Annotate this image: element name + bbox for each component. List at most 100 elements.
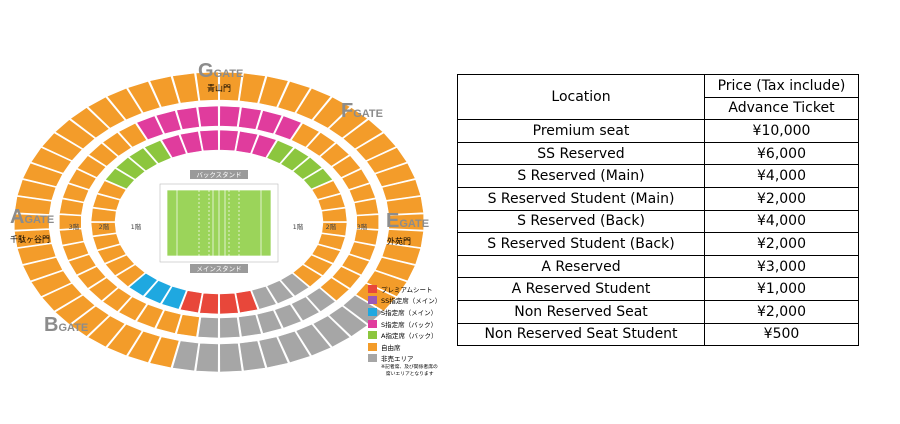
legend-item: S指定席（メイン）: [368, 306, 450, 318]
price-table: Location Price (Tax include) Advance Tic…: [457, 73, 859, 347]
seat-section: [238, 314, 262, 338]
seat-section: [258, 336, 289, 369]
seat-section: [106, 323, 143, 357]
legend-label: 自由席: [381, 343, 401, 352]
seat-section: [14, 196, 52, 215]
seat-section: [127, 80, 161, 114]
seat-section: [136, 115, 164, 141]
seat-section: [68, 254, 97, 276]
seat-section: [277, 330, 311, 364]
seat-section: [295, 87, 332, 121]
seat-section: [118, 296, 148, 322]
seat-section: [306, 287, 336, 312]
legend-label: S指定席（バック）: [381, 320, 438, 329]
seat-section: [256, 110, 283, 135]
seat-section: [16, 243, 57, 265]
seat-section: [328, 305, 369, 337]
seat-legend: プレミアムシート SS指定席（メイン） S指定席（メイン） S指定席（バック） …: [368, 283, 450, 378]
price-cell: ¥3,000: [704, 254, 859, 279]
seat-section: [353, 198, 379, 216]
location-cell: Non Reserved Seat Student: [457, 322, 705, 347]
seat-section: [179, 290, 203, 314]
seat-section: [195, 71, 219, 102]
location-cell: Premium seat: [457, 119, 705, 143]
gate-a: AGATE: [10, 206, 54, 229]
seat-sections: [14, 71, 425, 373]
seat-section: [118, 122, 148, 148]
seat-section: [115, 264, 146, 288]
seat-section: [321, 207, 348, 222]
price-cell: ¥10,000: [704, 119, 859, 143]
legend-swatch: [368, 319, 377, 328]
legend-label: SS指定席（メイン）: [381, 297, 442, 306]
seat-section: [312, 96, 351, 129]
location-cell: S Reserved (Main): [457, 164, 705, 188]
seat-section: [128, 147, 158, 172]
location-cell: A Reserved: [457, 254, 705, 279]
legend-item: S指定席（バック）: [368, 318, 450, 330]
price-cell: ¥4,000: [704, 209, 859, 234]
seat-section: [54, 294, 96, 325]
price-cell: ¥500: [704, 322, 859, 347]
seat-section: [219, 105, 241, 128]
seat-section: [58, 214, 82, 230]
seat-section: [280, 147, 310, 172]
seat-section: [143, 280, 172, 305]
price-cell: ¥1,000: [704, 277, 859, 301]
seat-section: [136, 303, 164, 329]
seat-section: [87, 96, 126, 129]
advance-ticket-header: Advance Ticket: [704, 96, 859, 121]
seat-section: [155, 309, 182, 334]
table-row: Premium seat¥10,000: [457, 119, 859, 143]
location-cell: S Reserved Student (Back): [457, 232, 705, 256]
seat-section: [199, 129, 219, 152]
legend-label: 非売エリア: [381, 355, 414, 364]
seat-section: [274, 303, 302, 329]
legend-label: A指定席（バック）: [381, 332, 438, 341]
legend-swatch: [368, 342, 377, 351]
gate-g-sub: 青山門: [207, 84, 231, 93]
legend-item: SS指定席（メイン）: [368, 295, 450, 307]
seat-section: [306, 132, 336, 157]
seat-section: [219, 342, 243, 373]
seat-section: [199, 292, 219, 315]
seat-section: [311, 180, 341, 200]
seat-section: [54, 119, 96, 150]
seat-section: [128, 272, 158, 297]
seat-section: [348, 241, 376, 261]
seat-section: [292, 264, 323, 288]
seat-section: [290, 122, 320, 148]
seat-section: [16, 179, 57, 201]
seat-section: [127, 330, 161, 364]
seat-section: [172, 340, 199, 372]
table-row: A Reserved Student¥1,000: [457, 277, 859, 301]
gate-g-word: GATE: [213, 68, 244, 80]
legend-item: 非売エリア: [368, 353, 450, 365]
seat-section: [41, 283, 83, 312]
main-stand-label: メインスタンド: [196, 264, 241, 273]
back-stand-label: バックスタンド: [196, 170, 241, 179]
legend-note-line-2: 席いエリアとなります: [381, 372, 434, 378]
seat-section: [303, 168, 334, 190]
seat-section: [76, 266, 107, 289]
floor-marker-label: 3階: [357, 222, 368, 231]
floor-marker-label: 2階: [99, 222, 110, 231]
seat-section: [353, 228, 379, 246]
seat-section: [176, 314, 200, 338]
seat-section: [69, 305, 110, 337]
seat-section: [92, 193, 121, 211]
seat-section: [331, 155, 362, 178]
table-header-row: Location Price (Tax include): [457, 73, 859, 121]
seat-section: [366, 147, 408, 174]
floor-marker-label: 2階: [326, 222, 337, 231]
seat-section: [197, 316, 219, 339]
seat-section: [381, 243, 422, 265]
seat-section: [341, 254, 370, 276]
seat-section: [30, 270, 72, 297]
seat-section: [311, 244, 341, 264]
location-cell: S Reserved (Back): [457, 209, 705, 234]
gate-b: BGATE: [44, 314, 88, 337]
seat-section: [106, 87, 143, 121]
seat-section: [59, 198, 85, 216]
